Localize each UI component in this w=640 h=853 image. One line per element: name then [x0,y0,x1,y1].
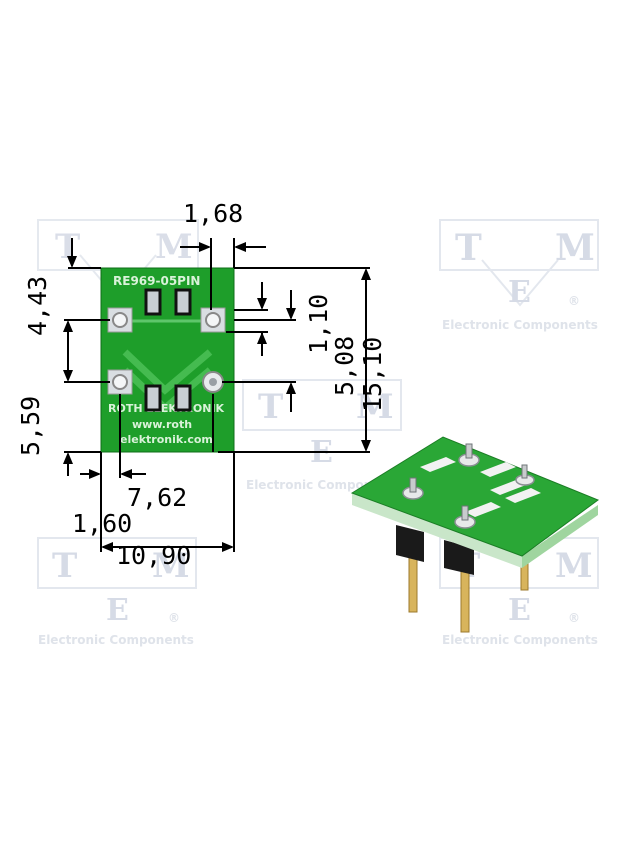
pin-hole [107,369,133,395]
dim-pad-height: 1,10 [304,294,333,354]
watermark-registered: ® [568,294,580,308]
watermark-letter-e: E [508,275,531,310]
tme-watermark-top-right: T M E ® Electronic Components [439,219,599,332]
watermark-letter-e: E [106,593,129,628]
watermark-letter-m: M [555,227,595,269]
watermark-letter-t: T [455,227,482,269]
board-url-line2: elektronik.com [120,433,213,446]
pin-hole [200,307,226,333]
dim-pin-pitch-y: 5,08 [330,336,359,396]
watermark-caption: Electronic Components [38,633,194,647]
board-top-view: RE969-05PIN ROTH ELEKTRONIK www.roth ele… [100,267,235,453]
watermark-letter-m: M [555,546,593,586]
dim-pin-pitch-x: 7,62 [127,483,187,512]
smd-pad [144,288,162,316]
dimension-arrowheads [63,242,371,552]
watermark-letter-m: M [356,387,394,427]
watermark-letter-t: T [55,227,80,267]
tme-watermark-bottom-right: T M E ® Electronic Components [439,537,599,647]
watermark-registered: ® [568,611,580,625]
watermark-caption: Electronic Components [442,633,598,647]
dim-board-length: 15,10 [358,337,387,412]
dim-board-width: 10,90 [116,541,191,570]
board-brand: ROTH ELEKTRONIK [108,402,225,415]
dim-top-offset: 4,43 [23,276,52,336]
watermark-caption: Electronic Components [442,318,598,332]
pin-hole [202,371,224,393]
watermark-registered: ® [168,611,180,625]
pin-hole [107,307,133,333]
watermark-letter-e: E [508,593,531,628]
dimension-lines [64,238,370,552]
smd-pad [174,288,192,316]
watermark-letter-m: M [152,546,190,586]
tme-watermark-bottom-left: T M E ® Electronic Components [37,537,197,647]
gold-pin [408,554,418,613]
pcb-board-photo [350,436,600,557]
board-url-line1: www.roth [132,418,192,431]
board-part-number: RE969-05PIN [113,274,200,288]
dim-left-offset: 5,59 [16,396,45,456]
pcb-board [100,267,235,453]
smd-pad [144,384,162,412]
roth-logo-icon [122,349,213,413]
gold-pin [460,569,470,633]
dim-pad-width: 1,68 [183,199,243,228]
smd-pad [174,384,192,412]
dim-edge-offset: 1,60 [72,509,132,538]
watermark-letter-t: T [258,387,283,427]
adapter-photo [350,436,600,633]
watermark-letter-t: T [52,546,77,586]
